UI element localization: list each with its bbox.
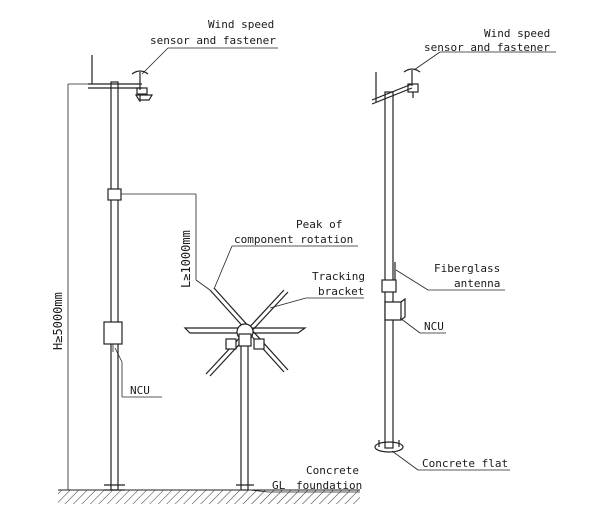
height-dimension — [67, 83, 108, 490]
left-wind-sensor — [131, 70, 154, 102]
gl-label: GL — [272, 479, 286, 492]
height-dimension-label: H≥5000mm — [51, 292, 65, 350]
wind-sensor-right-label-2: sensor and fastener — [424, 41, 550, 54]
left-ncu-box — [103, 321, 123, 345]
ncu-right-label: NCU — [424, 320, 444, 333]
ncu-left-label: NCU — [130, 384, 150, 397]
concrete-flat-label: Concrete flat — [422, 457, 508, 470]
fiberglass-label-2: antenna — [454, 277, 500, 290]
right-pole — [384, 91, 394, 449]
tracking-label-1: Tracking — [312, 270, 365, 283]
length-dimension — [121, 193, 211, 291]
right-ncu-box — [384, 301, 402, 321]
leader-lines — [114, 47, 556, 493]
tracking-pole — [240, 339, 249, 491]
peak-label-2: component rotation — [234, 233, 353, 246]
wind-sensor-left-label-1: Wind speed — [208, 18, 274, 31]
concrete-foundation-label-1: Concrete — [306, 464, 359, 477]
tracking-bracket-assembly — [183, 287, 307, 491]
fiberglass-label-1: Fiberglass — [434, 262, 500, 275]
tracking-label-2: bracket — [318, 285, 364, 298]
concrete-foundation-label-2: foundation — [296, 479, 362, 492]
peak-label-1: Peak of — [296, 218, 342, 231]
wind-sensor-right-label-1: Wind speed — [484, 27, 550, 40]
wind-sensor-left-label-2: sensor and fastener — [150, 34, 276, 47]
left-pole — [110, 81, 119, 491]
length-dimension-label: L≥1000mm — [179, 230, 193, 288]
right-pole-assembly — [371, 68, 421, 453]
right-wind-sensor — [403, 68, 421, 98]
left-pole-assembly — [88, 55, 154, 491]
concrete-flat-base — [374, 440, 404, 453]
